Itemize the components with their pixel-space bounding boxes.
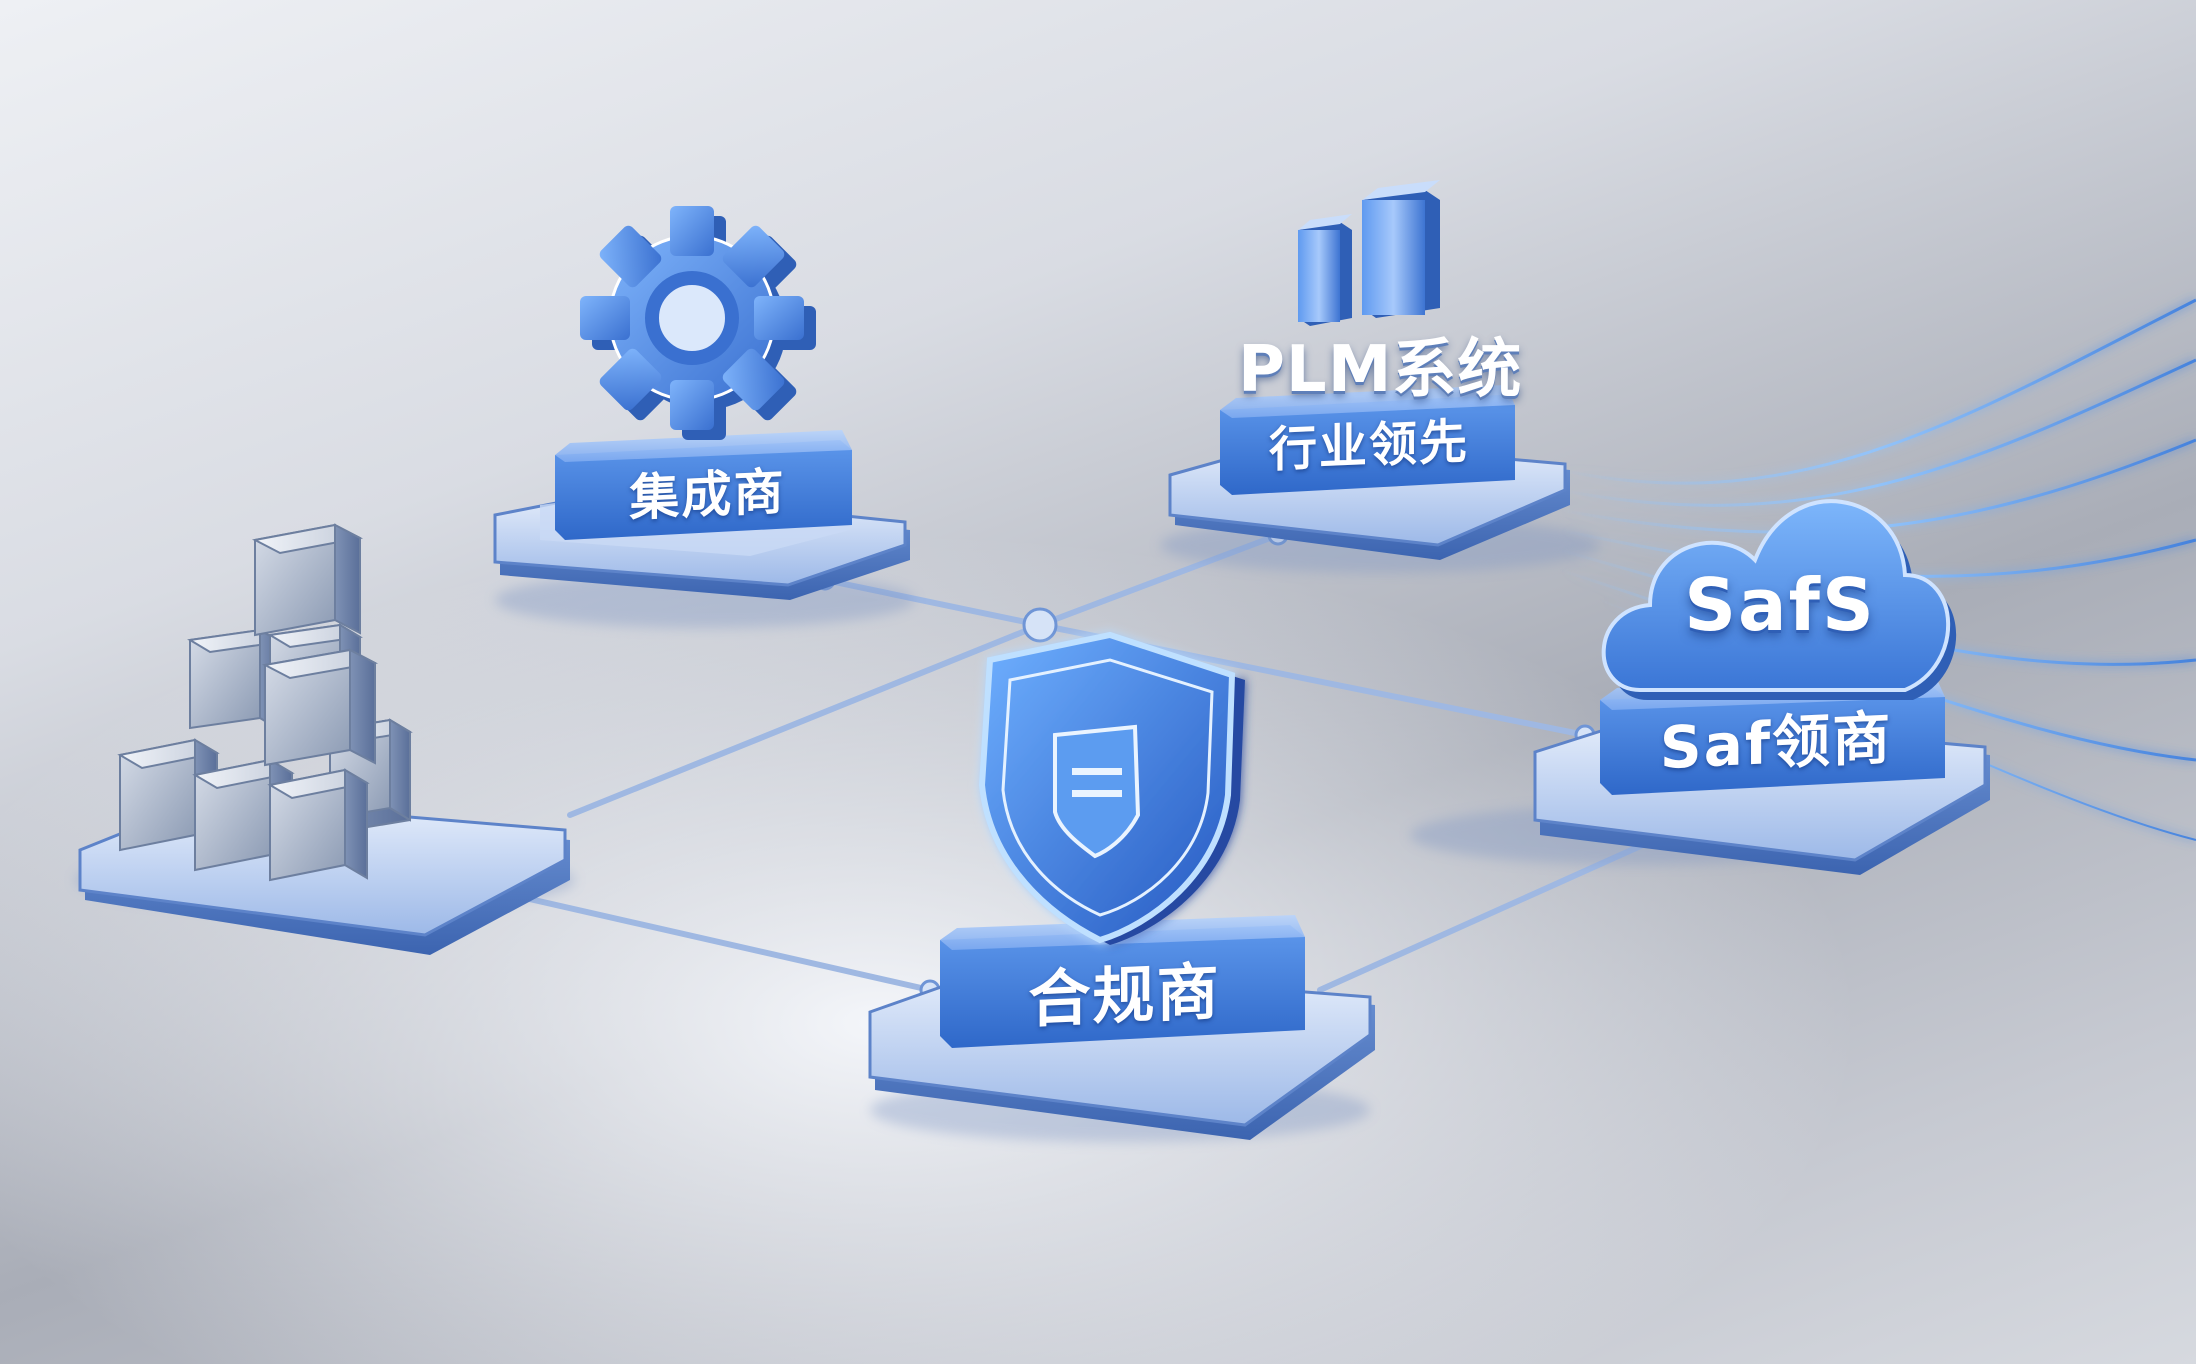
saas-label: Saf领商 (1659, 703, 1893, 783)
modules-node (75, 523, 575, 955)
link-cubes-compliance (487, 887, 933, 993)
shield-icon (978, 631, 1245, 945)
gear-icon (580, 206, 816, 440)
compliance-label: 合规商 (1028, 954, 1221, 1037)
plm-title: PLM系统 (1238, 333, 1523, 407)
plm-node (1160, 180, 1600, 573)
compliance-node (868, 631, 1375, 1142)
link-hub-cubes (567, 622, 1043, 818)
saas-cloud-text: SafS (1684, 563, 1876, 647)
integrator-node (493, 206, 915, 628)
cubes-stack-icon (117, 523, 413, 882)
integrator-label: 集成商 (629, 462, 786, 528)
saas-node (1410, 499, 1990, 875)
bar-chart-icon (1298, 180, 1440, 326)
plm-label: 行业领先 (1268, 413, 1469, 479)
cloud-icon (1601, 499, 1957, 700)
hub-node (1022, 607, 1058, 643)
